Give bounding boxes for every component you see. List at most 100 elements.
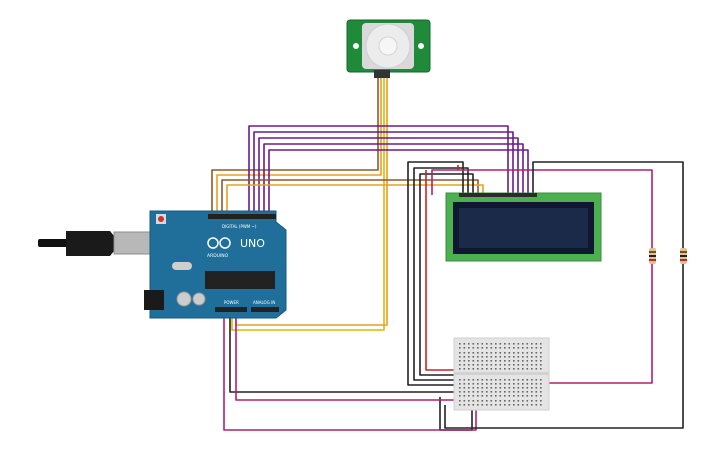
breadboard-hole bbox=[522, 383, 524, 385]
breadboard-hole bbox=[522, 347, 524, 349]
pir-mount-hole-right bbox=[418, 43, 424, 49]
breadboard-hole bbox=[526, 352, 529, 354]
pir-sensor[interactable] bbox=[346, 19, 431, 78]
breadboard-hole bbox=[477, 360, 479, 362]
breadboard-hole bbox=[477, 379, 479, 381]
wire-lcd-rw[interactable] bbox=[226, 184, 484, 218]
breadboard-hole bbox=[517, 343, 520, 345]
wire-pir-brown[interactable] bbox=[211, 78, 379, 218]
analog-header bbox=[251, 307, 279, 312]
wire-lcd-d5[interactable] bbox=[253, 131, 514, 218]
breadboard-hole bbox=[526, 368, 529, 370]
breadboard-hole bbox=[526, 379, 529, 381]
breadboard-hole bbox=[540, 395, 542, 397]
breadboard-hole bbox=[535, 391, 538, 393]
breadboard-hole bbox=[531, 352, 533, 354]
breadboard-hole bbox=[490, 387, 493, 389]
breadboard-hole bbox=[517, 383, 520, 385]
resistor-left[interactable] bbox=[649, 248, 656, 264]
breadboard-hole bbox=[522, 364, 524, 366]
wire-5v-short[interactable] bbox=[235, 312, 462, 401]
breadboard-hole bbox=[490, 379, 493, 381]
breadboard-hole bbox=[508, 391, 511, 393]
breadboard-hole bbox=[531, 364, 533, 366]
breadboard-hole bbox=[504, 391, 506, 393]
breadboard-hole bbox=[490, 364, 493, 366]
breadboard-hole bbox=[472, 364, 475, 366]
breadboard-hole bbox=[535, 395, 538, 397]
wire-pir-yellow[interactable] bbox=[231, 78, 385, 331]
atmega-chip bbox=[205, 271, 275, 289]
breadboard-hole bbox=[459, 360, 461, 362]
breadboard-hole bbox=[531, 383, 533, 385]
breadboard-hole bbox=[522, 352, 524, 354]
breadboard-hole bbox=[531, 356, 533, 358]
resistor-right-band-1 bbox=[680, 251, 687, 253]
breadboard-hole bbox=[495, 387, 497, 389]
breadboard-hole bbox=[459, 395, 461, 397]
pir-mount-hole-left bbox=[353, 43, 359, 49]
wire-red-led[interactable] bbox=[425, 165, 462, 371]
breadboard-hole bbox=[522, 356, 524, 358]
breadboard-hole bbox=[486, 404, 488, 406]
breadboard-hole bbox=[495, 347, 497, 349]
breadboard-hole bbox=[540, 343, 542, 345]
breadboard-hole bbox=[486, 356, 488, 358]
breadboard-hole bbox=[526, 387, 529, 389]
wire-gnd-3[interactable] bbox=[419, 173, 474, 376]
lcd-display[interactable] bbox=[445, 192, 602, 262]
breadboard-hole bbox=[468, 395, 470, 397]
breadboard-hole bbox=[472, 356, 475, 358]
breadboard-hole bbox=[490, 391, 493, 393]
breadboard-hole bbox=[508, 356, 511, 358]
breadboard-hole bbox=[540, 360, 542, 362]
breadboard-hole bbox=[522, 400, 524, 402]
breadboard-hole bbox=[477, 400, 479, 402]
breadboard-hole bbox=[513, 400, 515, 402]
breadboard-hole bbox=[490, 343, 493, 345]
breadboard-hole bbox=[504, 404, 506, 406]
breadboard-hole bbox=[481, 391, 484, 393]
usb-connector bbox=[113, 231, 155, 255]
digital-header-label: DIGITAL (PWM ~) bbox=[222, 224, 257, 229]
breadboard-hole bbox=[472, 387, 475, 389]
breadboard-hole bbox=[495, 379, 497, 381]
wire-5v-resistor[interactable] bbox=[431, 169, 653, 384]
breadboard-hole bbox=[522, 343, 524, 345]
breadboard-hole bbox=[495, 395, 497, 397]
breadboard-hole bbox=[499, 391, 502, 393]
breadboard-hole bbox=[499, 343, 502, 345]
breadboard-hole bbox=[463, 352, 466, 354]
arduino-uno[interactable]: UNO ARDUINO DIGITAL (PWM ~) POWER ANALOG… bbox=[38, 210, 287, 319]
breadboard-hole bbox=[486, 395, 488, 397]
resistor-left-band-1 bbox=[649, 251, 656, 253]
breadboard-hole bbox=[486, 383, 488, 385]
wire-gnd-1[interactable] bbox=[407, 161, 464, 386]
wire-gnd-2[interactable] bbox=[413, 167, 469, 381]
wire-lcd-d6[interactable] bbox=[258, 137, 519, 218]
wire-pir-orange[interactable] bbox=[216, 78, 382, 218]
breadboard-hole bbox=[535, 343, 538, 345]
wire-contrast[interactable] bbox=[444, 161, 684, 429]
breadboard-hole bbox=[508, 395, 511, 397]
breadboard-hole bbox=[499, 379, 502, 381]
wire-lcd-d4[interactable] bbox=[248, 125, 509, 218]
resistor-right[interactable] bbox=[680, 248, 687, 264]
breadboard-hole bbox=[513, 364, 515, 366]
arduino-logo-icon bbox=[207, 237, 231, 249]
wire-lcd-en[interactable] bbox=[268, 149, 529, 218]
breadboard-hole bbox=[513, 383, 515, 385]
breadboard-hole bbox=[459, 379, 461, 381]
breadboard-hole bbox=[504, 364, 506, 366]
breadboard[interactable] bbox=[453, 337, 550, 411]
lcd-pin-header bbox=[459, 193, 537, 197]
breadboard-hole bbox=[540, 387, 542, 389]
wire-lcd-rs[interactable] bbox=[221, 179, 479, 218]
breadboard-hole bbox=[468, 387, 470, 389]
breadboard-hole bbox=[468, 364, 470, 366]
breadboard-hole bbox=[535, 360, 538, 362]
breadboard-hole bbox=[481, 343, 484, 345]
wire-gnd-arduino[interactable] bbox=[229, 312, 462, 393]
breadboard-hole bbox=[477, 395, 479, 397]
